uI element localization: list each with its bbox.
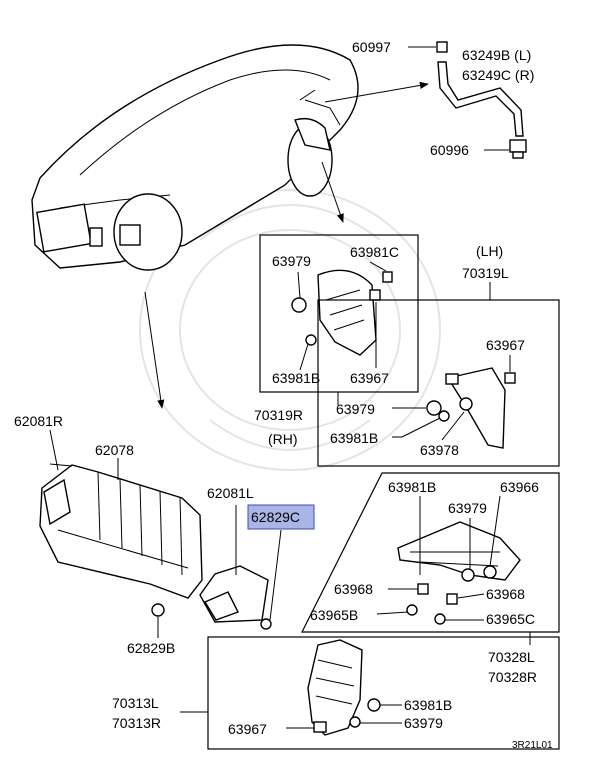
label-62081R[interactable]: 62081R [14,413,63,429]
diagram-code: 3R21L01 [512,740,553,751]
label-63979[interactable]: 63979 [448,500,487,516]
label-63979[interactable]: 63979 [272,253,311,269]
label-63967[interactable]: 63967 [486,337,525,353]
label-62078[interactable]: 62078 [95,442,134,458]
label-lh: (LH) [476,243,503,259]
label-63966[interactable]: 63966 [500,479,539,495]
label-63249B[interactable]: 63249B (L) [462,47,531,63]
watermark [139,189,441,471]
callout-arrows [144,81,429,409]
box-70319R [259,234,419,393]
label-62829B[interactable]: 62829B [127,640,175,656]
label-63967[interactable]: 63967 [350,370,389,386]
label-63965C[interactable]: 63965C [486,611,535,627]
label-70319L[interactable]: 70319L [462,265,509,281]
label-70328L[interactable]: 70328L [488,649,535,665]
label-63965B[interactable]: 63965B [310,607,358,623]
label-63978[interactable]: 63978 [420,442,459,458]
label-63979[interactable]: 63979 [404,715,443,731]
splash-shield-70328 [397,521,521,625]
label-60997[interactable]: 60997 [352,39,391,55]
label-63968[interactable]: 63968 [334,581,373,597]
label-63968[interactable]: 63968 [486,586,525,602]
label-70313L[interactable]: 70313L [112,695,159,711]
car-outline [31,44,359,271]
label-70319R[interactable]: 70319R [254,407,303,423]
label-63981B[interactable]: 63981B [404,697,452,713]
label-63979[interactable]: 63979 [336,401,375,417]
box-70328 [301,472,560,633]
label-70328R[interactable]: 70328R [488,669,537,685]
label-63249C[interactable]: 63249C (R) [462,67,534,83]
box-70313 [207,636,560,750]
label-62829C[interactable]: 62829C [251,509,300,525]
label-63981B[interactable]: 63981B [272,370,320,386]
duct-62081L [199,565,272,630]
label-63967[interactable]: 63967 [228,721,267,737]
air-duct-62078 [39,463,203,617]
box-70319L [317,299,560,467]
label-60996[interactable]: 60996 [430,142,469,158]
label-62081L[interactable]: 62081L [207,485,254,501]
label-70313R[interactable]: 70313R [112,715,161,731]
splash-shield-70313 [307,639,381,736]
hose-63249 [436,41,527,159]
label-rh: (RH) [268,431,298,447]
splash-shield-lh [426,367,516,449]
label-63981B[interactable]: 63981B [330,430,378,446]
part-labels: 60997 63249B (L) 63249C (R) 60996 63979 … [14,39,553,751]
part-62829C-highlight [247,504,315,530]
label-63981B[interactable]: 63981B [388,479,436,495]
label-63981C[interactable]: 63981C [350,244,399,260]
splash-shield-rh [291,269,393,356]
